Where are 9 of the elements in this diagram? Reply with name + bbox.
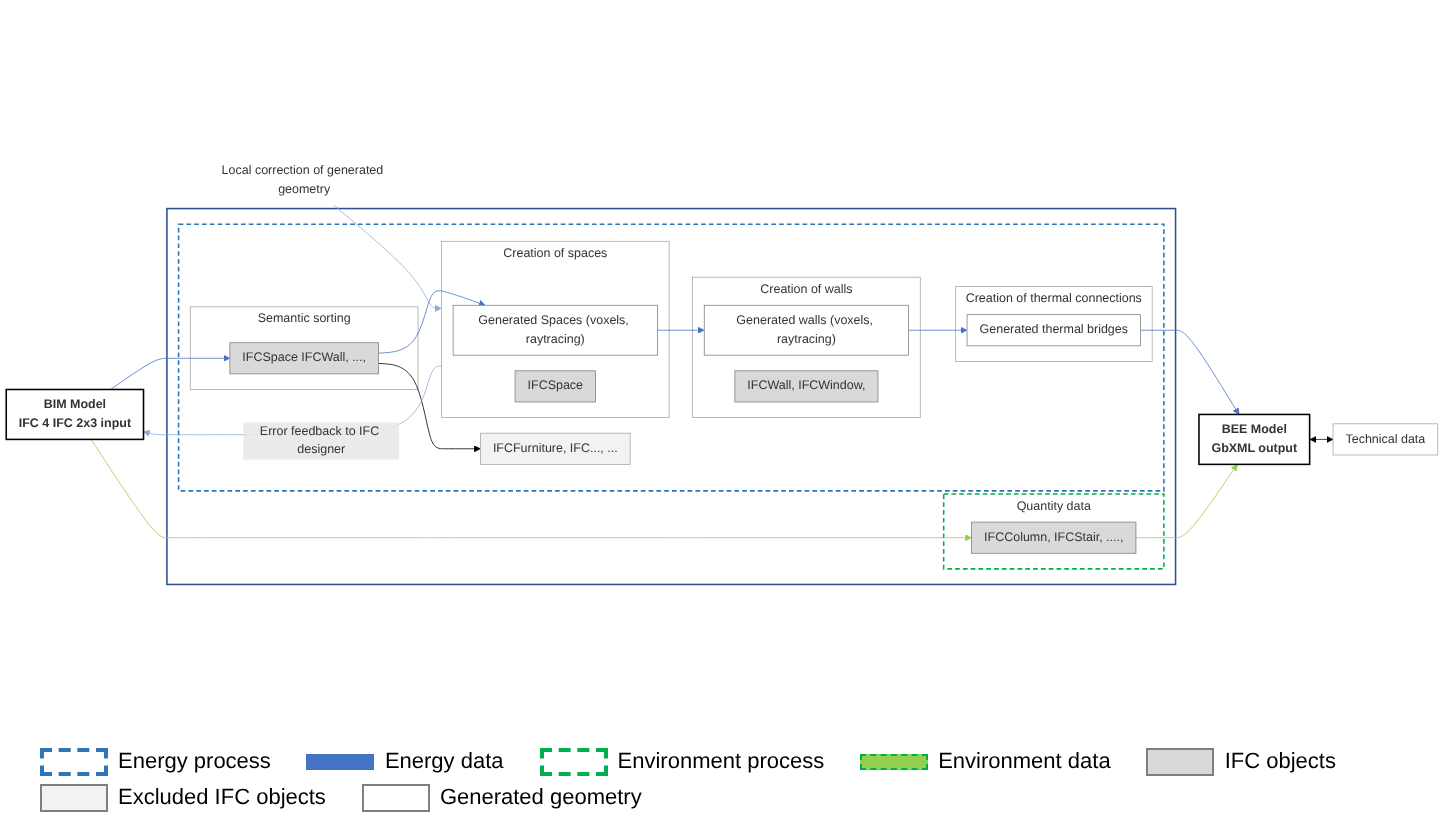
- arrow: [1309, 436, 1334, 443]
- legend-label: Generated geometry: [439, 786, 642, 810]
- cluster: [177, 223, 1165, 492]
- legend-label: Environment data: [938, 750, 1111, 774]
- legend-label: Energy data: [384, 750, 504, 774]
- legend-label: Excluded IFC objects: [118, 786, 326, 810]
- legend-label: Energy process: [118, 750, 271, 774]
- legend-label: Environment process: [617, 750, 825, 774]
- legend-label: IFC objects: [1224, 750, 1336, 774]
